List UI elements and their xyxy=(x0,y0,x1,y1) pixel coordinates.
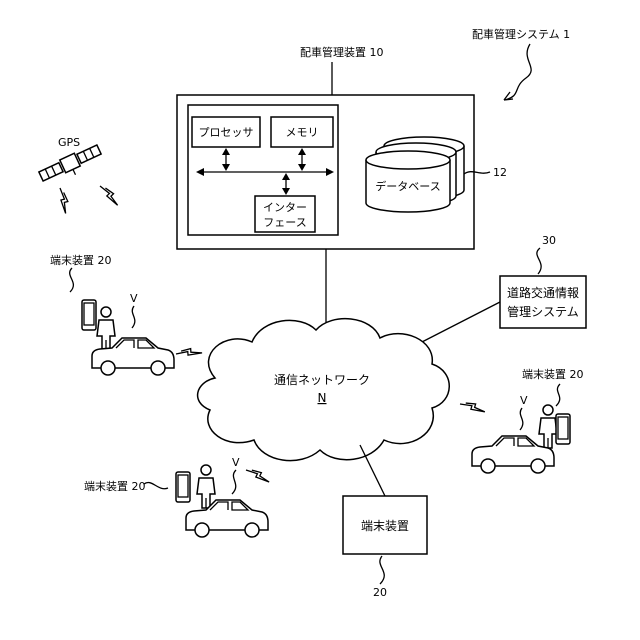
terminal-1-user-leader xyxy=(132,306,135,328)
terminal-2-person-icon xyxy=(197,465,215,508)
terminal-3-label: 端末装置 20 xyxy=(522,367,584,381)
database-label: データベース xyxy=(375,179,440,193)
terminal-2-leader xyxy=(144,482,168,488)
terminal-3-signal-icon xyxy=(460,395,485,421)
terminal-1-leader xyxy=(70,268,74,292)
traffic-ref: 30 xyxy=(542,234,556,247)
processor-label: プロセッサ xyxy=(199,126,254,139)
traffic-label-2: 管理システム xyxy=(507,304,579,319)
traffic-label-1: 道路交通情報 xyxy=(507,285,579,300)
terminal-4-ref: 20 xyxy=(373,586,387,599)
terminal-2-user-leader xyxy=(232,470,236,494)
network-ref: N xyxy=(318,391,327,405)
terminal-3-user: V xyxy=(520,394,528,407)
database-ref: 12 xyxy=(493,166,507,179)
network-cloud xyxy=(198,319,450,461)
traffic-network-link xyxy=(420,302,500,343)
terminal-3-leader xyxy=(556,384,560,406)
terminal-3-phone-icon xyxy=(556,414,570,444)
terminal-4-label: 端末装置 xyxy=(361,519,409,533)
gps-label: GPS xyxy=(58,136,80,149)
interface-label-1: インター xyxy=(263,201,307,214)
terminal-3-person-icon xyxy=(539,405,557,448)
terminal-2-phone-icon xyxy=(176,472,190,502)
database-icon xyxy=(366,137,464,212)
memory-label: メモリ xyxy=(286,126,319,139)
terminal-3-car-icon xyxy=(472,436,554,473)
terminal-1-phone-icon xyxy=(82,300,96,330)
system-label: 配車管理システム 1 xyxy=(472,27,570,41)
terminal-4-leader xyxy=(380,556,384,584)
interface-label-2: フェース xyxy=(263,216,306,229)
terminal-1-person-icon xyxy=(97,307,115,350)
terminal-1-signal-icon xyxy=(176,342,202,365)
terminal-1-label: 端末装置 20 xyxy=(50,253,112,267)
server-label: 配車管理装置 10 xyxy=(300,45,384,59)
terminal-2-signal-icon xyxy=(246,463,269,489)
terminal-2-user: V xyxy=(232,456,240,469)
gps-signal-icon-2 xyxy=(100,184,118,208)
terminal-3-user-leader xyxy=(520,408,523,430)
traffic-system-box xyxy=(500,276,586,328)
terminal-2-car-icon xyxy=(186,500,268,537)
system-leader xyxy=(504,44,531,100)
network-label: 通信ネットワーク xyxy=(274,373,370,387)
satellite-icon xyxy=(38,143,104,188)
gps-signal-icon-1 xyxy=(52,188,73,213)
terminal-2-label: 端末装置 20 xyxy=(84,479,146,493)
terminal-1-user: V xyxy=(130,292,138,305)
traffic-leader xyxy=(537,248,541,274)
